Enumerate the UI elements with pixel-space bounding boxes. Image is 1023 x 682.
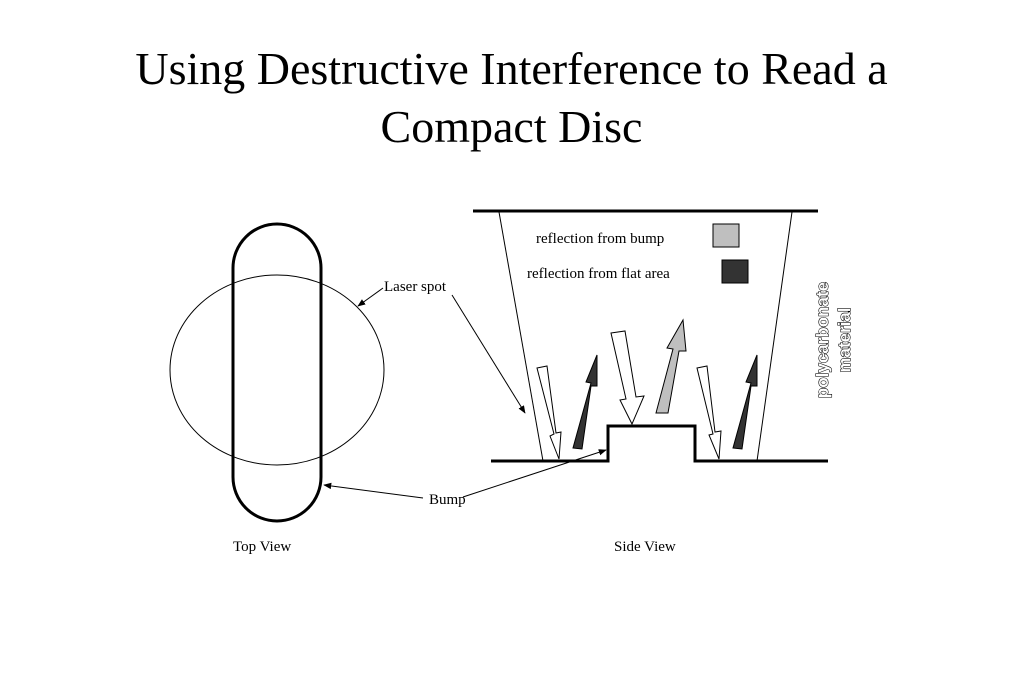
material-label-line1: polycarbonate xyxy=(813,282,832,398)
material-label-line2: material xyxy=(835,307,854,372)
incident-arrow-left xyxy=(536,365,562,460)
legend-flat-swatch xyxy=(721,259,749,284)
laser-spot-pointer-left xyxy=(357,287,384,307)
bump-outline xyxy=(231,222,323,523)
incident-arrow-center xyxy=(610,330,645,426)
side-view-caption: Side View xyxy=(614,539,676,555)
bump-pointer-right xyxy=(462,449,607,498)
incident-arrow-right xyxy=(696,365,722,460)
laser-spot-ellipse xyxy=(169,274,385,466)
beam-left-edge xyxy=(498,211,544,462)
side-view: reflection from bump reflection from fla… xyxy=(473,209,855,463)
legend-bump-label: reflection from bump xyxy=(536,231,664,247)
title-line-1: Using Destructive Interference to Read a xyxy=(135,43,888,94)
top-view-caption: Top View xyxy=(233,539,291,555)
reflected-flat-arrow-right xyxy=(732,354,758,450)
bump-pointer-left xyxy=(323,482,424,499)
legend-bump-swatch xyxy=(712,223,740,248)
title-line-2: Compact Disc xyxy=(380,101,643,152)
legend-flat-label: reflection from flat area xyxy=(527,266,670,282)
slide-title: Using Destructive Interference to Read a… xyxy=(0,40,1023,156)
laser-spot-label: Laser spot xyxy=(384,279,447,295)
beam-right-edge xyxy=(756,211,793,462)
material-label: polycarbonate material xyxy=(812,281,854,398)
disc-bump-profile xyxy=(491,424,828,463)
reflected-flat-arrow-left xyxy=(572,354,598,450)
reflected-bump-arrow xyxy=(655,318,687,414)
top-view xyxy=(169,222,385,523)
bump-label: Bump xyxy=(429,492,466,508)
laser-spot-pointer-right xyxy=(451,294,526,414)
